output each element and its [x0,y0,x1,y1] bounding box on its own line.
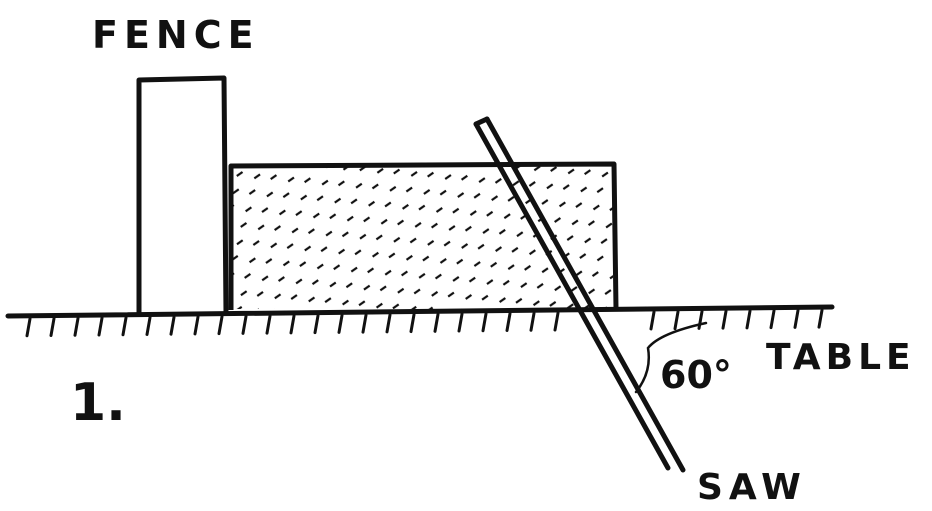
table-hatch-mark [193,315,200,336]
fence-label: FENCE [92,13,260,57]
table-hatch-mark [25,317,32,338]
table-hatch-mark [97,316,104,337]
table-hatch-mark [49,316,56,337]
table-label: TABLE [766,337,916,378]
workpiece-block [231,166,613,309]
table-hatch-mark [697,309,704,330]
table-hatch-mark [649,310,656,331]
workpiece-outline [228,161,619,310]
table-hatch-mark [241,314,248,335]
table-surface-line [5,304,835,319]
table-hatch-mark [745,309,752,330]
table-hatch-marks [25,308,824,338]
table-hatch-mark [169,315,176,336]
table-hatch-mark [409,313,416,334]
table-hatch-mark [673,310,680,331]
table-hatch-mark [145,315,152,336]
table-hatch-mark [769,309,776,330]
table-hatch-mark [481,312,488,333]
table-hatch-mark [721,309,728,330]
table-hatch-mark [121,316,128,337]
saw-blade-edge-right [484,116,686,473]
angle-label: 60° [660,353,732,397]
table-hatch-mark [265,314,272,335]
table-hatch-mark [385,313,392,334]
fence-block [136,75,229,315]
table-hatch-mark [289,314,296,335]
table-hatch-mark [337,313,344,334]
table-hatch-mark [433,312,440,333]
angle-leader-line [634,321,708,394]
table-hatch-mark [217,315,224,336]
table-hatch-mark [529,311,536,332]
table-hatch-mark [313,314,320,335]
saw-blade-top [473,116,490,127]
table-hatch-mark [553,311,560,332]
table-hatch-mark [73,316,80,337]
table-hatch-mark [505,312,512,333]
saw-label: SAW [697,467,807,508]
table-hatch-mark [793,308,800,329]
table-hatch-mark [361,313,368,334]
table-hatch-mark [817,308,824,329]
figure-number: 1. [70,373,126,433]
table-hatch-mark [457,312,464,333]
saw-blade-edge-left [473,121,671,471]
